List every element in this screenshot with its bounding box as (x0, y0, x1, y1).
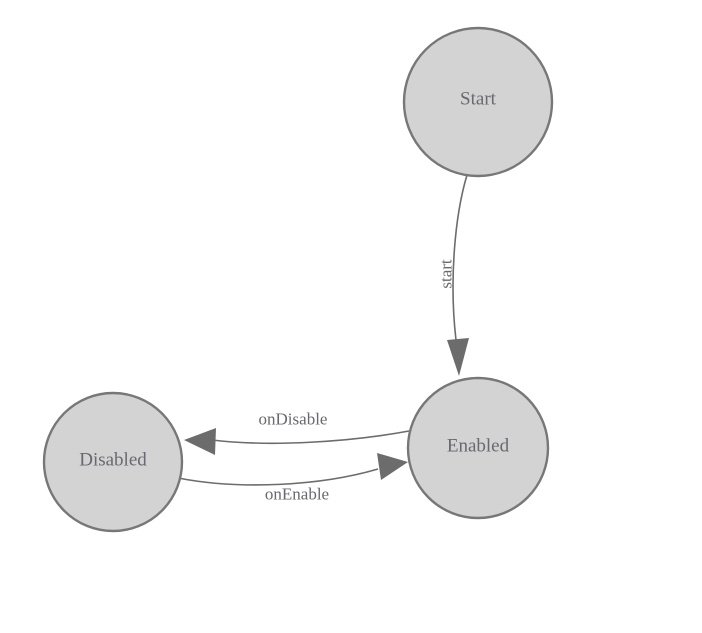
node-start-circle (402, 26, 554, 178)
arrowhead-right-icon (377, 453, 408, 480)
arrowhead-down-icon (447, 338, 469, 376)
node-enabled[interactable]: Enabled (406, 376, 550, 520)
edge-label-start: start (437, 259, 456, 289)
edge-start-to-enabled[interactable]: start (437, 174, 470, 376)
node-disabled-label: Disabled (79, 450, 147, 471)
edge-start-to-enabled-path (452, 174, 468, 341)
node-enabled-label: Enabled (447, 436, 510, 457)
arrowhead-left-icon (184, 428, 216, 455)
edge-disabled-to-enabled[interactable]: onEnable (177, 453, 408, 504)
node-disabled[interactable]: Disabled (42, 391, 184, 533)
edge-label-onenable: onEnable (265, 485, 329, 504)
node-start[interactable]: Start (402, 26, 554, 178)
node-start-label: Start (460, 89, 497, 110)
node-enabled-circle (406, 376, 550, 520)
edge-label-ondisable: onDisable (259, 410, 328, 429)
edge-enabled-to-disabled-path (211, 430, 410, 445)
edge-enabled-to-disabled[interactable]: onDisable (184, 410, 410, 456)
node-disabled-circle (42, 391, 184, 533)
edge-disabled-to-enabled-path (177, 468, 379, 486)
